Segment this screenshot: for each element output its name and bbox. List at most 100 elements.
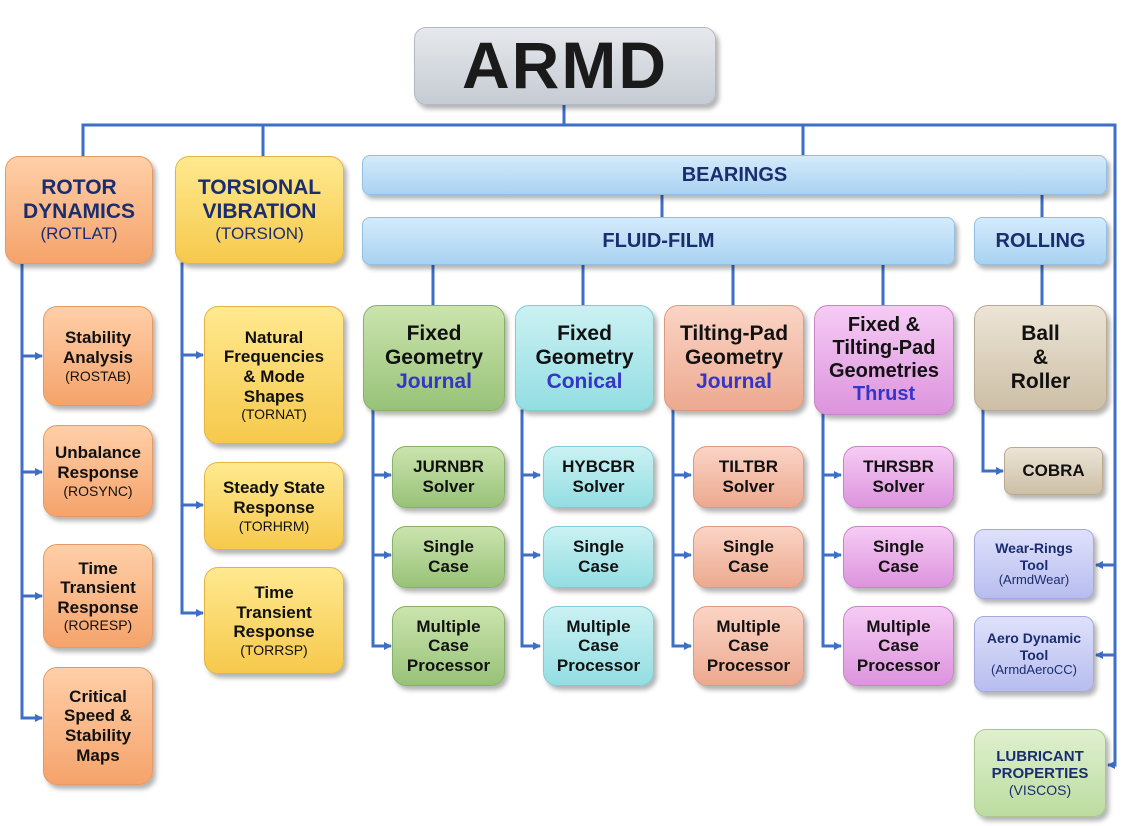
fixed-geometry-journal-box: Fixed Geometry Journal xyxy=(363,305,505,411)
thrust-line1: Fixed & xyxy=(847,314,921,336)
natural-frequencies-box: Natural Frequencies & Mode Shapes (TORNA… xyxy=(204,306,344,444)
tiltbr-line2: Solver xyxy=(722,477,775,496)
natural-code: (TORNAT) xyxy=(241,406,307,423)
torsion-transient-line3: Response xyxy=(233,622,315,642)
bearings-label: BEARINGS xyxy=(681,163,788,186)
tilting-single-line2: Case xyxy=(728,557,769,576)
natural-line2: Frequencies xyxy=(223,347,325,367)
tilting-multiple-case-box: Multiple Case Processor xyxy=(693,606,804,686)
thrust-single-line2: Case xyxy=(878,557,919,576)
thrust-multi-line3: Processor xyxy=(856,655,941,675)
wear-line2: Tool xyxy=(1019,556,1049,573)
torsion-transient-line1: Time xyxy=(254,583,294,603)
journal-accent: Journal xyxy=(396,370,472,394)
ball-line1: Ball xyxy=(1021,321,1060,345)
journal-single-line1: Single xyxy=(422,537,474,557)
conical-multi-line1: Multiple xyxy=(566,616,631,636)
bearings-bar: BEARINGS xyxy=(362,155,1107,195)
thrust-single-line1: Single xyxy=(872,537,924,557)
conical-multi-line3: Processor xyxy=(556,655,641,675)
torsion-code: (TORSION) xyxy=(215,224,304,244)
journal-single-line2: Case xyxy=(428,557,469,576)
journal-line1: Fixed xyxy=(406,321,462,345)
torsion-title-line2: VIBRATION xyxy=(202,200,317,224)
torsion-transient-line2: Transient xyxy=(236,602,312,622)
conical-multiple-case-box: Multiple Case Processor xyxy=(543,606,654,686)
rotor-code: (ROTLAT) xyxy=(40,224,118,244)
thrust-line3: Geometries xyxy=(828,360,940,382)
unbalance-code: (ROSYNC) xyxy=(63,482,133,499)
tiltbr-solver-box: TILTBR Solver xyxy=(693,446,804,508)
armd-title-box: ARMD xyxy=(414,27,716,105)
rotor-transient-code: (RORESP) xyxy=(63,617,133,634)
tilting-line2: Geometry xyxy=(684,345,784,369)
thrust-multi-line1: Multiple xyxy=(866,616,931,636)
thrust-multi-line2: Case xyxy=(878,636,919,656)
thrsbr-line2: Solver xyxy=(872,477,925,496)
rotor-title-line1: ROTOR xyxy=(41,176,117,200)
stability-line1: Stability xyxy=(64,328,132,348)
tilting-single-case-box: Single Case xyxy=(693,526,804,588)
critical-line3: Stability xyxy=(64,726,132,745)
wear-code: (ArmdWear) xyxy=(998,571,1070,587)
thrust-line2: Tilting-Pad xyxy=(832,337,936,359)
rotor-transient-line2: Transient xyxy=(60,578,136,598)
rotor-title-line2: DYNAMICS xyxy=(22,200,135,224)
tiltbr-line1: TILTBR xyxy=(718,457,779,477)
steady-code: (TORHRM) xyxy=(238,517,310,534)
aero-code: (ArmdAeroCC) xyxy=(991,661,1077,677)
tilting-multi-line2: Case xyxy=(728,636,769,656)
stability-line2: Analysis xyxy=(63,347,133,367)
rolling-label: ROLLING xyxy=(995,229,1086,252)
rotor-transient-line1: Time xyxy=(78,558,118,578)
aero-line1: Aero Dynamic xyxy=(986,630,1082,647)
ball-line3: Roller xyxy=(1010,370,1071,394)
rotor-transient-line3: Response xyxy=(57,597,139,617)
steady-state-box: Steady State Response (TORHRM) xyxy=(204,462,344,550)
tilting-single-line1: Single xyxy=(722,537,774,557)
thrust-multiple-case-box: Multiple Case Processor xyxy=(843,606,954,686)
critical-speed-box: Critical Speed & Stability Maps xyxy=(43,667,153,785)
unbalance-line2: Response xyxy=(57,462,139,482)
unbalance-line1: Unbalance xyxy=(55,443,141,463)
journal-multi-line3: Processor xyxy=(406,655,491,675)
rotor-dynamics-box: ROTOR DYNAMICS (ROTLAT) xyxy=(5,156,153,264)
thrsbr-line1: THRSBR xyxy=(863,457,934,477)
critical-line2: Speed & xyxy=(63,706,133,726)
conical-single-line1: Single xyxy=(572,537,624,557)
natural-line1: Natural xyxy=(244,327,304,347)
journal-single-case-box: Single Case xyxy=(392,526,505,588)
steady-line1: Steady State xyxy=(222,478,326,498)
conical-line2: Geometry xyxy=(535,345,634,369)
fluid-film-bar: FLUID-FILM xyxy=(362,217,955,265)
tilting-accent: Journal xyxy=(696,370,772,394)
natural-line4: Shapes xyxy=(243,386,305,406)
stability-code: (ROSTAB) xyxy=(65,367,131,384)
thrust-single-case-box: Single Case xyxy=(843,526,954,588)
aero-dynamic-tool-box: Aero Dynamic Tool (ArmdAeroCC) xyxy=(974,616,1094,692)
thrsbr-solver-box: THRSBR Solver xyxy=(843,446,954,508)
armd-title: ARMD xyxy=(462,28,668,103)
conical-single-line2: Case xyxy=(578,557,619,576)
thrust-geometries-box: Fixed & Tilting-Pad Geometries Thrust xyxy=(814,305,954,415)
rotor-time-transient-box: Time Transient Response (RORESP) xyxy=(43,544,153,648)
jurnbr-line2: Solver xyxy=(422,477,475,496)
lube-line2: PROPERTIES xyxy=(991,764,1089,782)
wear-rings-tool-box: Wear-Rings Tool (ArmdWear) xyxy=(974,529,1094,599)
journal-line2: Geometry xyxy=(384,345,484,369)
jurnbr-line1: JURNBR xyxy=(413,457,484,477)
aero-line2: Tool xyxy=(1019,646,1049,663)
jurnbr-solver-box: JURNBR Solver xyxy=(392,446,505,508)
tilting-pad-journal-box: Tilting-Pad Geometry Journal xyxy=(664,305,804,411)
journal-multi-line2: Case xyxy=(428,636,469,656)
ball-line2: & xyxy=(1032,345,1049,369)
tilting-multi-line3: Processor xyxy=(706,655,791,675)
fixed-geometry-conical-box: Fixed Geometry Conical xyxy=(515,305,654,411)
conical-accent: Conical xyxy=(546,370,623,394)
stability-analysis-box: Stability Analysis (ROSTAB) xyxy=(43,306,153,406)
unbalance-response-box: Unbalance Response (ROSYNC) xyxy=(43,425,153,517)
critical-line4: Maps xyxy=(76,745,120,765)
torsion-transient-code: (TORRSP) xyxy=(240,641,308,658)
lube-code: (VISCOS) xyxy=(1008,782,1072,799)
